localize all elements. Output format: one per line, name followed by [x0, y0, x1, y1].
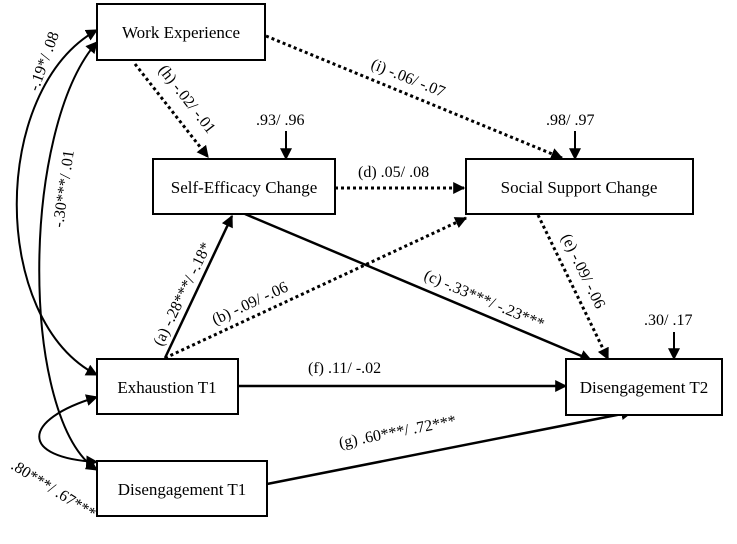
path-i-label: (i) -.06/ -.07 — [369, 56, 448, 101]
path-b-arrow — [164, 216, 468, 360]
correlation-work-exhaustion-curve — [15, 29, 99, 376]
path-h-arrow — [133, 63, 210, 158]
path-a-label: (a) -.28***/ -.18* — [150, 240, 215, 349]
path-f-label: (f) .11/ -.02 — [308, 360, 381, 377]
path-h-label: (h) -.02/ -.01 — [155, 62, 219, 137]
node-exhaustion: Exhaustion T1 — [96, 358, 239, 415]
node-disengagement-t1: Disengagement T1 — [96, 460, 268, 517]
correlation-exhaustion-disengagement-curve — [38, 394, 99, 468]
correlation-work-exhaustion-label: -.19*/ .08 — [26, 29, 63, 93]
path-b-label: (b) -.09/ -.06 — [210, 279, 291, 329]
correlation-work-disengagement-label: -.30***/ .01 — [50, 149, 78, 228]
residual-disengagement-t2-label: .30/ .17 — [644, 312, 692, 329]
node-disengagement-t2: Disengagement T2 — [565, 358, 723, 416]
residual-social-support-label: .98/ .97 — [546, 112, 594, 129]
node-exhaustion-label: Exhaustion T1 — [117, 378, 216, 397]
path-c-arrow — [244, 212, 593, 362]
path-e-arrow — [536, 214, 610, 361]
node-social-support-label: Social Support Change — [501, 178, 658, 197]
path-a-arrow — [163, 214, 234, 359]
path-d-label: (d) .05/ .08 — [358, 164, 429, 181]
node-self-efficacy: Self-Efficacy Change — [152, 158, 336, 215]
node-work-experience-label: Work Experience — [122, 23, 240, 42]
path-c-label: (c) -.33***/ -.23*** — [421, 267, 546, 333]
residual-self-efficacy-label: .93/ .96 — [256, 112, 304, 129]
node-disengagement-t2-label: Disengagement T2 — [580, 378, 709, 397]
node-self-efficacy-label: Self-Efficacy Change — [171, 178, 317, 197]
path-g-arrow — [266, 408, 634, 486]
path-i-arrow — [265, 34, 564, 160]
node-social-support: Social Support Change — [465, 158, 694, 215]
correlation-work-disengagement-curve — [38, 41, 99, 471]
node-work-experience: Work Experience — [96, 3, 266, 61]
correlation-exhaustion-disengagement-label: .80***/ .67*** — [8, 457, 99, 523]
path-g-label: (g) .60***/ .72*** — [338, 413, 458, 452]
node-disengagement-t1-label: Disengagement T1 — [118, 480, 247, 499]
